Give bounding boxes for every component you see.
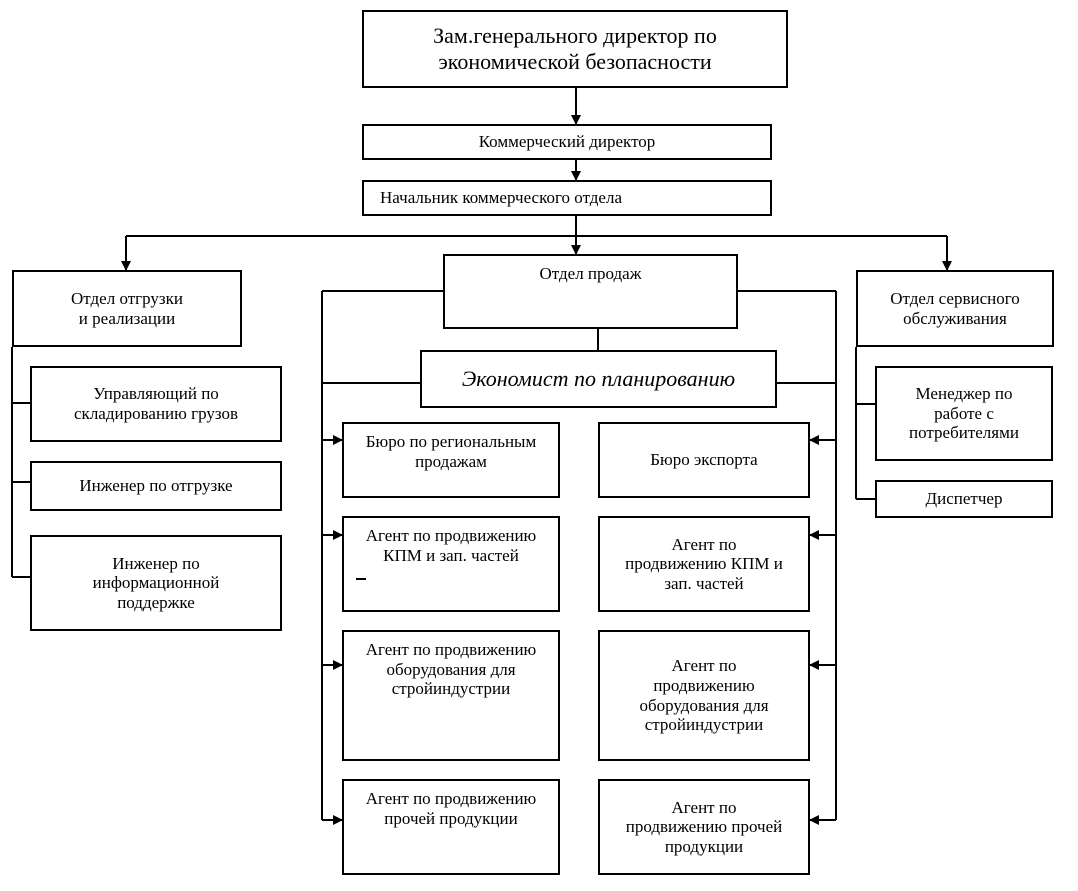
node-label: Агент по продвижению оборудования для ст… <box>639 656 769 735</box>
node-head-commercial-dept: Начальник коммерческого отдела <box>362 180 772 216</box>
node-service-dept: Отдел сервисного обслуживания <box>856 270 1054 347</box>
node-label: Агент по продвижению КПМ и зап. частей <box>365 526 537 565</box>
node-agent-other-left: Агент по продвижению прочей продукции <box>342 779 560 875</box>
node-label: Отдел сервисного обслуживания <box>890 288 1020 328</box>
node-customer-manager: Менеджер по работе с потребителями <box>875 366 1053 461</box>
node-shipping-dept: Отдел отгрузки и реализации <box>12 270 242 347</box>
node-label: Инженер по отгрузке <box>79 476 233 496</box>
node-label: Бюро по региональным продажам <box>365 432 537 471</box>
node-economist: Экономист по планированию <box>420 350 777 408</box>
node-label: Менеджер по работе с потребителями <box>909 384 1019 443</box>
node-label: Отдел продаж <box>539 264 642 283</box>
node-label: Агент по продвижению оборудования для ст… <box>365 640 537 699</box>
node-label: Коммерческий директор <box>478 132 656 152</box>
node-deputy-director: Зам.генерального директор по экономическ… <box>362 10 788 88</box>
node-label: Инженер по информационной поддержке <box>92 553 220 612</box>
node-label: Агент по продвижению прочей продукции <box>625 797 783 856</box>
node-label: Бюро экспорта <box>650 450 758 470</box>
node-shipping-engineer: Инженер по отгрузке <box>30 461 282 511</box>
node-sales-dept: Отдел продаж <box>443 254 738 329</box>
node-agent-equipment-right: Агент по продвижению оборудования для ст… <box>598 630 810 761</box>
node-regional-sales-bureau: Бюро по региональным продажам <box>342 422 560 498</box>
node-export-bureau: Бюро экспорта <box>598 422 810 498</box>
node-label: Отдел отгрузки и реализации <box>71 288 183 328</box>
node-label: Начальник коммерческого отдела <box>380 188 623 208</box>
node-warehouse-manager: Управляющий по складированию грузов <box>30 366 282 442</box>
node-info-support-engineer: Инженер по информационной поддержке <box>30 535 282 631</box>
node-label: Зам.генерального директор по экономическ… <box>433 22 717 74</box>
node-agent-kpm-right: Агент по продвижению КПМ и зап. частей <box>598 516 810 612</box>
node-agent-equipment-left: Агент по продвижению оборудования для ст… <box>342 630 560 761</box>
node-label: Агент по продвижению КПМ и зап. частей <box>625 534 783 593</box>
node-label: Экономист по планированию <box>461 366 736 392</box>
node-commercial-director: Коммерческий директор <box>362 124 772 160</box>
node-label: Агент по продвижению прочей продукции <box>365 789 537 828</box>
node-label: Диспетчер <box>925 489 1003 509</box>
node-agent-kpm-left: Агент по продвижению КПМ и зап. частей <box>342 516 560 612</box>
node-label: Управляющий по складированию грузов <box>74 384 238 423</box>
node-agent-other-right: Агент по продвижению прочей продукции <box>598 779 810 875</box>
stray-dash-mark <box>356 578 366 580</box>
node-dispatcher: Диспетчер <box>875 480 1053 518</box>
